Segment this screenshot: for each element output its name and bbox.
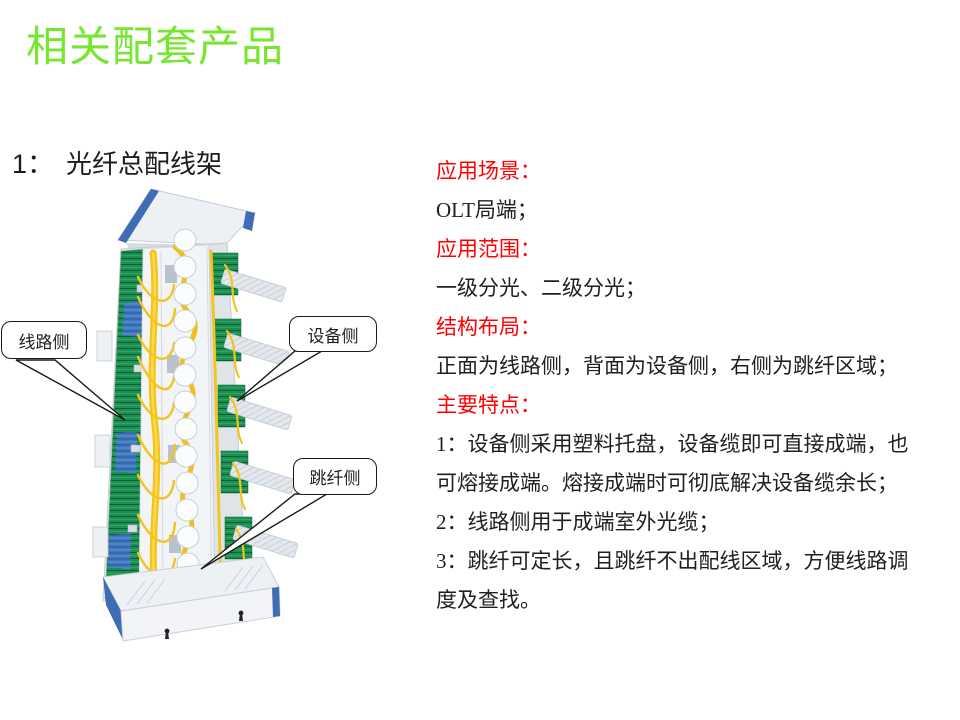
info-line: 可熔接成端。熔接成端时可彻底解决设备缆余长； [436, 471, 898, 495]
callout-line-side-label: 线路侧 [18, 332, 70, 352]
info-line: 3：跳纤可定长，且跳纤不出配线区域，方便线路调 [436, 549, 909, 573]
info-heading-structure-layout: 结构布局： [436, 315, 541, 339]
keyhole [164, 610, 244, 639]
info-heading-main-features: 主要特点： [436, 393, 541, 417]
info-line: 1：设备侧采用塑料托盘，设备缆即可直接成端，也 [436, 432, 909, 456]
info-heading-application-scene: 应用场景： [436, 159, 541, 183]
subtitle-text: 光纤总配线架 [66, 149, 223, 179]
info-panel: 应用场景： OLT局端； 应用范围： 一级分光、二级分光； 结构布局： 正面为线… [436, 152, 948, 620]
info-heading-application-scope: 应用范围： [436, 237, 541, 261]
info-line: 度及查找。 [436, 588, 541, 612]
callout-jumper-side-label: 跳纤侧 [309, 469, 361, 488]
info-line: 正面为线路侧，背面为设备侧，右侧为跳纤区域； [436, 354, 898, 378]
section-subtitle: 1： 光纤总配线架 [12, 142, 222, 181]
rack-body [92, 228, 299, 602]
rack-illustration [92, 188, 299, 642]
line-side-column [92, 248, 147, 600]
info-line: OLT局端； [436, 198, 538, 222]
callout-equipment-side-label: 设备侧 [307, 326, 359, 346]
rack-base [102, 556, 281, 642]
callout-equipment-side: 设备侧 [289, 316, 377, 352]
info-line: 2：线路侧用于成端室外光缆； [436, 510, 720, 534]
subtitle-number: 1： [12, 149, 55, 179]
callout-jumper-side: 跳纤侧 [293, 458, 377, 495]
fiber-spools [172, 228, 202, 601]
page-title: 相关配套产品 [26, 23, 285, 70]
info-line: 一级分光、二级分光； [436, 276, 646, 300]
callout-line-side: 线路侧 [1, 321, 87, 359]
